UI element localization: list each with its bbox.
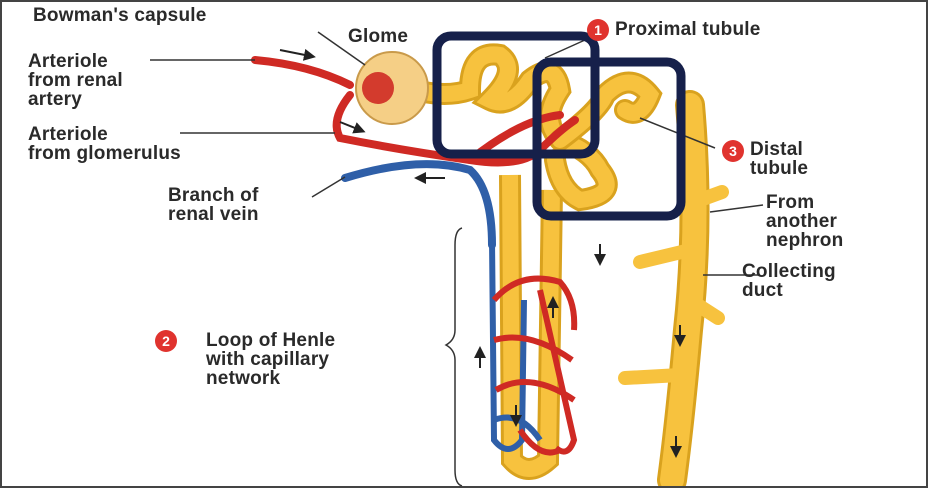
label-arteriole-glomerulus: Arteriole from glomerulus	[28, 124, 181, 164]
loop-of-henle	[499, 174, 563, 480]
highlight-box-distal	[532, 57, 686, 221]
collecting-duct	[618, 90, 729, 488]
label-distal-tubule: Distal tubule	[750, 139, 809, 179]
label-bowmans-capsule: Bowman's capsule	[33, 5, 207, 26]
label-branch-renal-vein: Branch of renal vein	[168, 185, 259, 225]
label-from-another-nephron: From another nephron	[766, 192, 844, 251]
badge-proximal: 1	[587, 19, 609, 41]
badge-loop: 2	[155, 330, 177, 352]
label-collecting-duct: Collecting duct	[742, 261, 836, 301]
convoluted-tubules	[389, 43, 663, 212]
label-arteriole-renal-artery: Arteriole from renal artery	[28, 51, 123, 110]
loop-bracket	[444, 227, 463, 487]
flow-arrows	[279, 48, 686, 458]
label-glomerulus: Glome	[348, 26, 409, 47]
renal-vein-branch	[341, 160, 496, 249]
badge-distal: 3	[722, 140, 744, 162]
bowmans-capsule	[355, 51, 429, 125]
label-loop-of-henle: Loop of Henle with capillary network	[206, 330, 336, 389]
label-proximal-tubule: Proximal tubule	[615, 19, 761, 40]
highlight-box-proximal	[432, 31, 600, 159]
